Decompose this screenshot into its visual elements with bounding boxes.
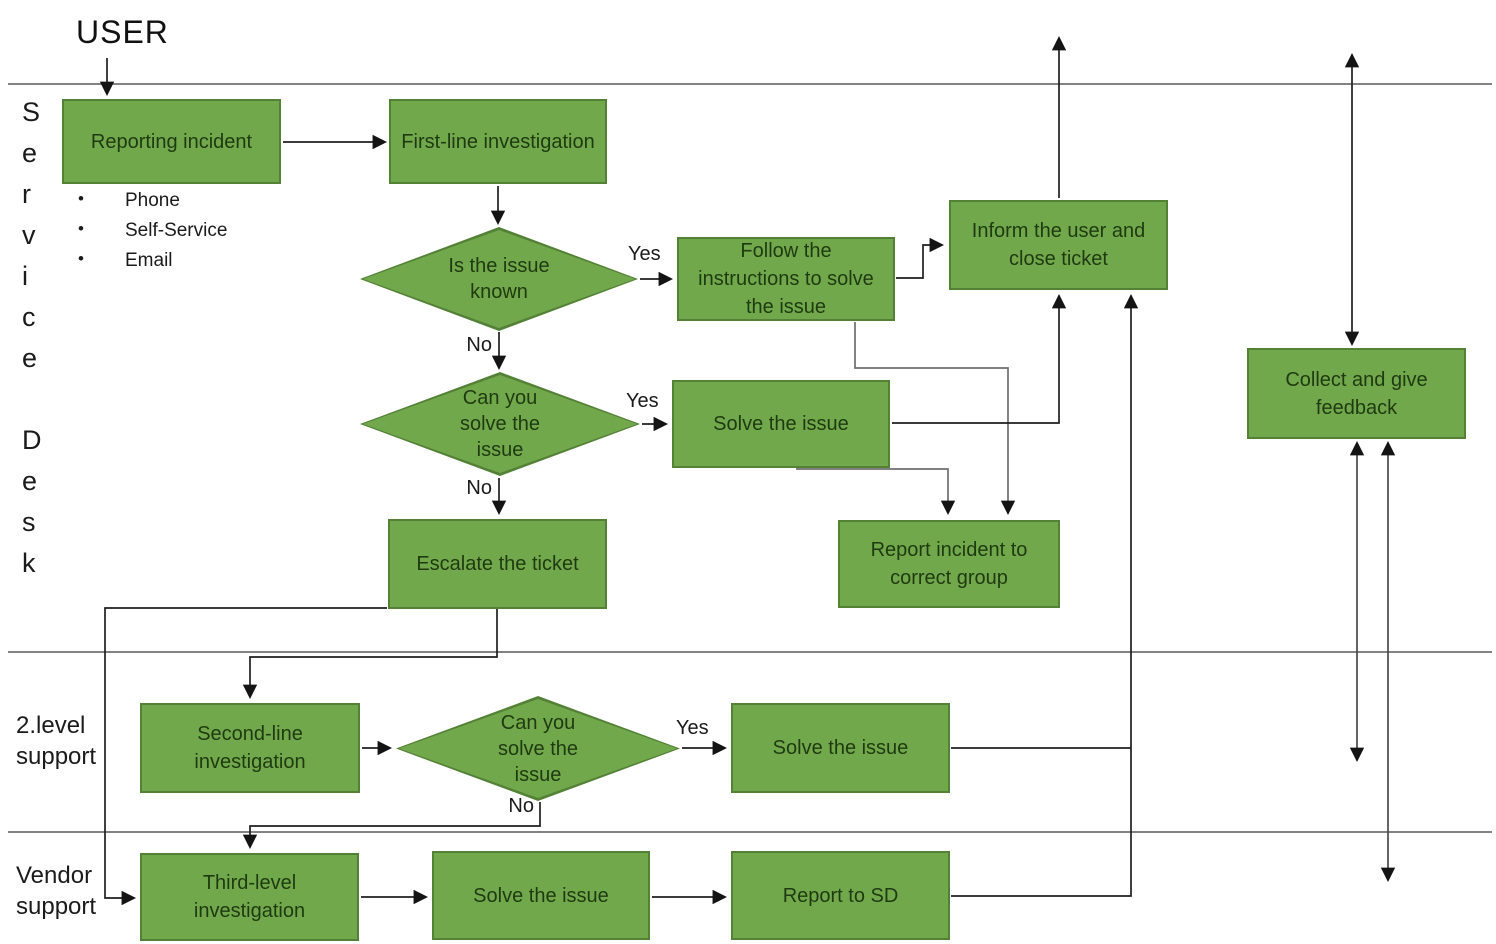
- lane-title-user: USER: [76, 14, 169, 50]
- node-label: First-line investigation: [401, 130, 595, 153]
- node-label: Solve the issue: [772, 737, 909, 759]
- lane-title-vendor: Vendor support: [16, 862, 97, 920]
- node-third-level-investigation: Third-level investigation: [140, 853, 359, 941]
- edge-escalate-to-thirdlevel: [104, 607, 387, 906]
- node-second-line-investigation: Second-line investigation: [140, 703, 360, 793]
- edge-solve1-to-inform: [892, 293, 1067, 424]
- edge-label-no-2: No: [466, 477, 492, 499]
- node-label: Follow the instructions to solve the iss…: [698, 240, 874, 318]
- edge-label-no-3: No: [508, 795, 534, 817]
- node-solve-issue-sd: Solve the issue: [672, 380, 890, 468]
- node-label: Report incident to correct group: [870, 539, 1028, 589]
- node-collect-give-feedback: Collect and give feedback: [1247, 348, 1466, 439]
- node-solve-issue-2nd: Solve the issue: [731, 703, 950, 793]
- edge-label-yes-2: Yes: [626, 390, 659, 412]
- reporting-channels-list: Phone Self-Service Email: [78, 189, 227, 280]
- node-label: Inform the user and close ticket: [971, 220, 1146, 270]
- decision-can-solve-2nd: Can you solve the issue: [396, 696, 680, 801]
- edge-solve1-to-reportgroup: [796, 467, 956, 516]
- edge-collector-to-inform: [951, 293, 1139, 897]
- node-label: Second-line investigation: [194, 723, 306, 773]
- decision-label: Can you solve the issue: [497, 711, 579, 786]
- node-report-to-sd: Report to SD: [731, 851, 950, 940]
- lane-title-service: S e r v i c e: [22, 97, 41, 373]
- edge-label-yes-1: Yes: [628, 243, 661, 265]
- node-label: Solve the issue: [713, 413, 849, 435]
- node-label: Third-level investigation: [193, 872, 306, 922]
- node-escalate-ticket: Escalate the ticket: [388, 519, 607, 609]
- channel-item-email: Email: [78, 249, 227, 272]
- channel-item-self-service: Self-Service: [78, 219, 227, 242]
- edge-label-no-1: No: [466, 334, 492, 356]
- decision-label: Can you solve the issue: [459, 387, 541, 461]
- node-label: Report to SD: [782, 884, 899, 907]
- edge-cansolve2-no: [242, 802, 541, 850]
- node-label: Escalate the ticket: [416, 553, 579, 575]
- lane-title-level2: 2.level support: [16, 712, 97, 770]
- node-inform-user-close-ticket: Inform the user and close ticket: [949, 200, 1168, 290]
- channel-item-phone: Phone: [78, 189, 227, 212]
- edge-escalate-to-secondline: [242, 609, 498, 700]
- node-report-incident-group: Report incident to correct group: [838, 520, 1060, 608]
- lane-title-desk: D e s k: [22, 425, 42, 578]
- decision-can-solve-sd: Can you solve the issue: [360, 372, 640, 476]
- node-follow-instructions: Follow the instructions to solve the iss…: [677, 237, 895, 321]
- node-solve-issue-vendor: Solve the issue: [432, 851, 650, 940]
- node-reporting-incident: Reporting incident: [62, 99, 281, 184]
- node-label: Reporting incident: [90, 130, 253, 153]
- node-label: Solve the issue: [473, 884, 609, 907]
- edge-label-yes-3: Yes: [676, 717, 709, 739]
- decision-issue-known: Is the issue known: [360, 227, 638, 331]
- node-first-line-investigation: First-line investigation: [389, 99, 607, 184]
- node-label: Collect and give feedback: [1285, 368, 1428, 419]
- decision-label: Is the issue known: [448, 255, 550, 303]
- edge-follow-to-inform: [896, 237, 945, 279]
- edge-follow-to-reportgroup: [854, 322, 1016, 516]
